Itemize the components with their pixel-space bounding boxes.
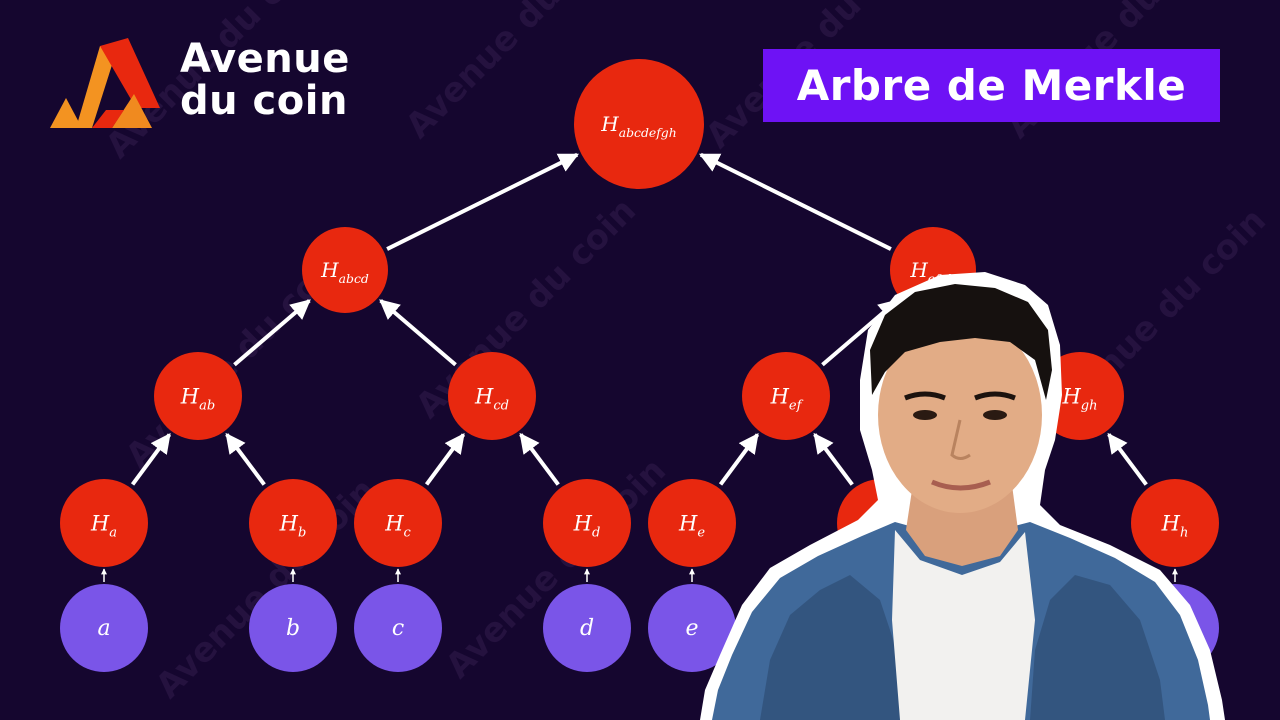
data-node-e: e [648,584,736,672]
node-leaf-c-label: Hc [384,511,411,540]
node-ef-label: Hef [770,384,804,413]
node-leaf-e: He [648,479,736,567]
node-leaf-h-circle [1131,479,1219,567]
data-node-b: b [249,584,337,672]
node-cd-label: Hcd [474,384,509,413]
arrow-cd-to-abcd [379,299,457,367]
arrow-leaf-c-to-cd [424,432,466,486]
presenter-tshirt [892,530,1035,720]
arrow-ab-to-abcd [233,299,311,367]
logo-icon [50,38,160,128]
data-node-c-label: c [392,616,404,641]
presenter-brow-right [974,391,1016,401]
node-ef: Hef [742,352,830,440]
presenter-hair [870,284,1052,400]
node-leaf-d-label: Hd [573,511,601,540]
data-node-e-circle [648,584,736,672]
node-leaf-c-circle [354,479,442,567]
data-node-d: d [543,584,631,672]
data-node-a-circle [60,584,148,672]
node-root: Habcdefgh [574,59,704,189]
node-leaf-b-circle [249,479,337,567]
presenter-nose [950,419,971,460]
presenter-eye-left [913,410,937,420]
presenter-jacket-shade-right [1030,575,1165,720]
arrow-leaf-h-to-gh [1107,432,1148,486]
presenter-face [878,317,1042,513]
node-ef-circle [742,352,830,440]
arrow-abcd-to-root [386,152,579,251]
node-root-label: Habcdefgh [600,112,676,140]
data-node-d-label: d [580,616,594,641]
presenter-mouth [931,479,991,491]
data-node-a: a [60,584,148,672]
node-ab-label: Hab [180,384,215,413]
data-node-a-label: a [97,616,110,641]
node-leaf-e-label: He [678,511,705,540]
brand-name-line1: Avenue [180,36,350,82]
presenter-brow-left [904,391,946,401]
node-abcd: Habcd [302,227,388,313]
data-node-e-label: e [685,616,698,641]
presenter-eye-right [983,410,1007,420]
data-node-d-circle [543,584,631,672]
node-leaf-c: Hc [354,479,442,567]
node-leaf-b-label: Hb [279,511,307,540]
node-leaf-a: Ha [60,479,148,567]
title-banner: Arbre de Merkle [763,49,1220,122]
node-leaf-b: Hb [249,479,337,567]
node-abcd-label: Habcd [320,258,369,286]
node-abcd-circle [302,227,388,313]
data-node-b-circle [249,584,337,672]
arrow-leaf-d-to-cd [519,432,560,486]
data-node-c: c [354,584,442,672]
arrow-leaf-a-to-ab [130,432,172,486]
node-ab: Hab [154,352,242,440]
node-root-circle [574,59,704,189]
arrow-efgh-to-root [699,152,892,251]
arrow-leaf-f-to-ef [813,432,854,486]
node-gh-label: Hgh [1061,384,1097,413]
node-leaf-a-label: Ha [90,511,117,540]
presenter-jacket-shade [760,575,905,720]
brand-name: Avenue du coin [180,38,350,122]
node-leaf-a-circle [60,479,148,567]
node-cd: Hcd [448,352,536,440]
node-leaf-e-circle [648,479,736,567]
data-node-b-label: b [286,616,300,641]
node-leaf-h: Hh [1131,479,1219,567]
node-leaf-d-circle [543,479,631,567]
title-text: Arbre de Merkle [796,61,1187,110]
node-ab-circle [154,352,242,440]
arrow-leaf-b-to-ab [225,432,266,486]
brand-logo: Avenue du coin [48,36,378,128]
arrow-leaf-e-to-ef [718,432,760,486]
brand-name-line2: du coin [180,78,348,124]
data-node-c-circle [354,584,442,672]
node-leaf-h-label: Hh [1161,511,1189,540]
node-leaf-d: Hd [543,479,631,567]
node-cd-circle [448,352,536,440]
